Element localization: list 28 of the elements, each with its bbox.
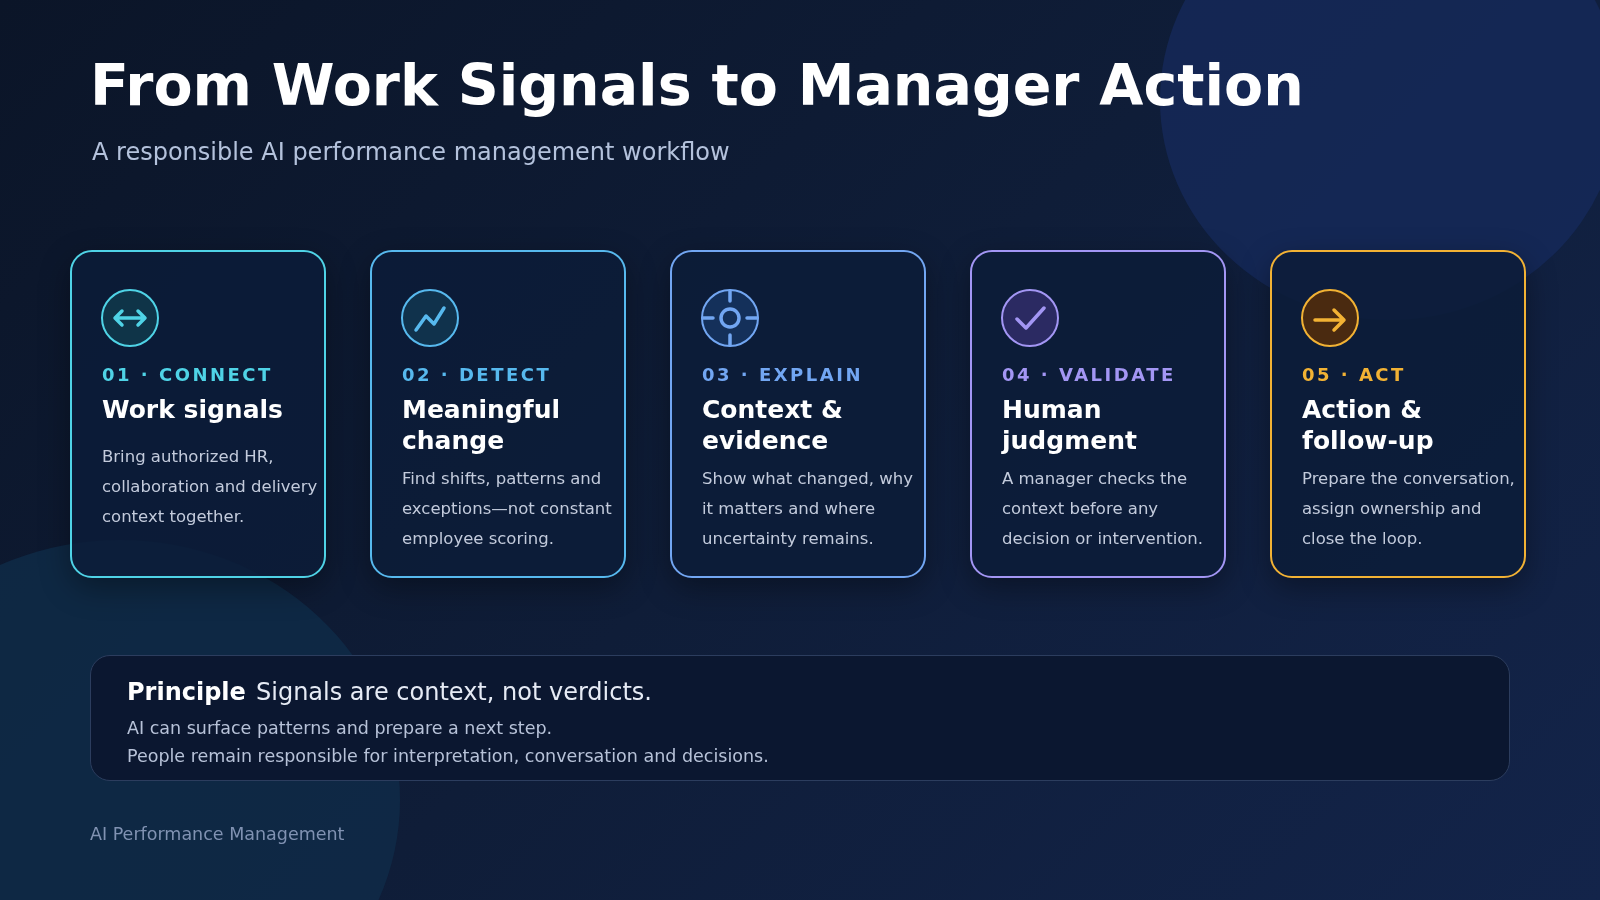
card-heading: Work signals <box>102 394 284 425</box>
step-label: 02 · DETECT <box>402 364 552 385</box>
step-card <box>670 250 926 578</box>
card-heading: Meaningful change <box>402 394 561 456</box>
step-label: 05 · ACT <box>1302 364 1406 385</box>
principle-panel <box>90 655 1510 781</box>
principle-statement: Signals are context, not verdicts. <box>256 678 652 706</box>
card-heading: Context & evidence <box>702 394 844 456</box>
step-card <box>70 250 326 578</box>
step-label: 01 · CONNECT <box>102 364 273 385</box>
card-description: Bring authorized HR, collaboration and delivery context together. <box>102 446 319 528</box>
card-heading: Action & follow-up <box>1302 394 1435 456</box>
footer-text: AI Performance Management <box>90 824 345 844</box>
card-description: A manager checks the context before any decision or intervention. <box>1002 468 1205 550</box>
principle-note: AI can surface patterns and prepare a next step. <box>127 718 553 738</box>
step-card <box>970 250 1226 578</box>
card-description: Find shifts, patterns and exceptions—not constant employee scoring. <box>402 468 613 550</box>
card-description: Show what changed, why it matters and where uncertainty remains. <box>702 468 914 550</box>
step-card <box>370 250 626 578</box>
subtitle: A responsible AI performance management workflow <box>92 138 730 166</box>
card-description: Prepare the conversation, assign ownership and close the loop. <box>1302 468 1516 550</box>
step-card <box>1270 250 1526 578</box>
principle-heading: Principle <box>127 678 246 706</box>
title: From Work Signals to Manager Action <box>90 52 1304 118</box>
step-label: 04 · VALIDATE <box>1002 364 1176 385</box>
principle-note: People remain responsible for interpretation, conversation and decisions. <box>127 746 769 766</box>
card-heading: Human judgment <box>1002 394 1138 456</box>
step-label: 03 · EXPLAIN <box>702 364 863 385</box>
